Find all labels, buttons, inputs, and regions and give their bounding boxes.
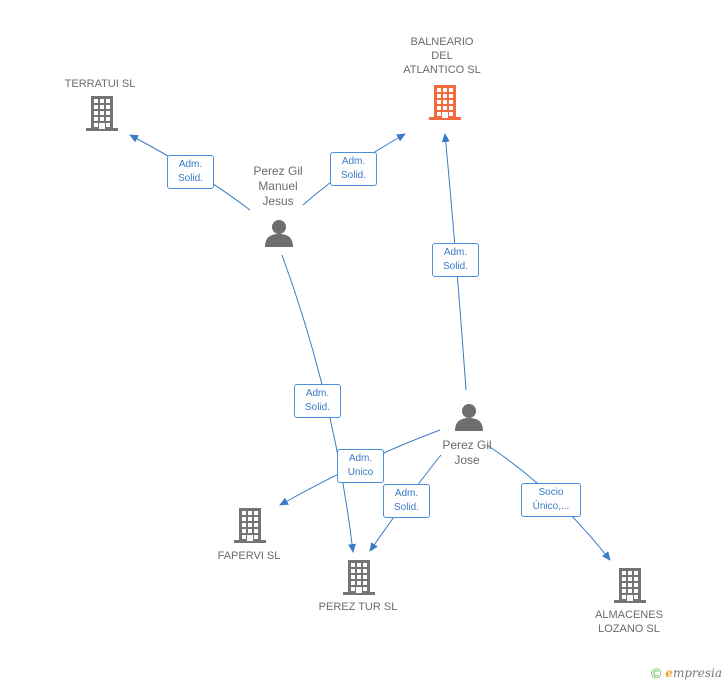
node-balneario-label: BALNEARIO DEL ATLANTICO SL [403, 36, 481, 76]
building-icon [234, 508, 266, 543]
edge-label-jose-almacenes[interactable]: Socio Único,... [521, 483, 581, 517]
node-fapervi-label: FAPERVI SL [217, 550, 281, 562]
person-icon [265, 220, 293, 247]
building-icon [614, 568, 646, 603]
edge-label-jose-balneario[interactable]: Adm. Solid. [432, 243, 479, 277]
edge-label-manuel-terratui[interactable]: Adm. Solid. [167, 155, 214, 189]
copyright-icon: © [650, 665, 662, 681]
edge-label-manuel-pereztur[interactable]: Adm. Solid. [294, 384, 341, 418]
node-almacenes-label: ALMACENES LOZANO SL [595, 609, 663, 635]
footer-brand: © empresia [651, 665, 722, 681]
node-perez-gil-manuel-label: Perez Gil Manuel Jesus [253, 164, 303, 208]
building-icon [343, 560, 375, 595]
person-icon [455, 404, 483, 431]
edge-label-jose-fapervi[interactable]: Adm. Unico [337, 449, 384, 483]
node-perez-gil-jose-label: Perez Gil Jose [442, 438, 492, 467]
building-icon [429, 85, 461, 120]
building-icon [86, 96, 118, 131]
node-terratui-label: TERRATUI SL [64, 78, 136, 90]
edge-label-jose-pereztur[interactable]: Adm. Solid. [383, 484, 430, 518]
node-perez-tur-label: PEREZ TUR SL [318, 601, 398, 613]
brand-logo[interactable]: empresia [665, 666, 722, 680]
edge-label-manuel-balneario[interactable]: Adm. Solid. [330, 152, 377, 186]
